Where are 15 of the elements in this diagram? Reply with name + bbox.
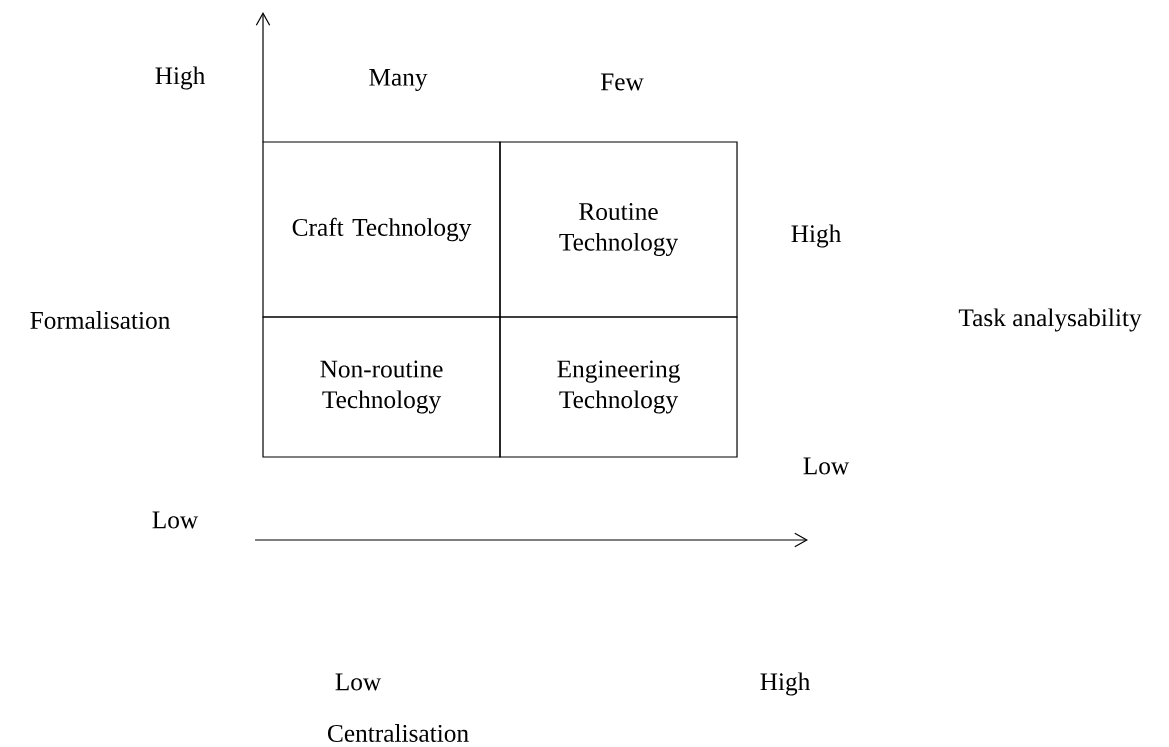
- quadrant-cell: Non-routine Technology: [262, 316, 501, 458]
- quadrant-cell: Craft Technology: [262, 141, 501, 318]
- quadrant-cell: Routine Technology: [499, 141, 738, 318]
- axis-label: High: [155, 66, 205, 90]
- quadrant-cell: Engineering Technology: [499, 316, 738, 458]
- axis-label: Many: [369, 69, 428, 91]
- axis-label: Low: [803, 457, 850, 475]
- axis-label: High: [760, 672, 810, 696]
- axis-label: Formalisation: [30, 311, 170, 329]
- axis-label: Task analysability: [958, 308, 1142, 332]
- axis-label: Low: [152, 511, 199, 529]
- axis-label: Centralisation: [328, 724, 469, 742]
- axis-label: Low: [335, 673, 382, 691]
- axis-label: High: [791, 224, 841, 248]
- axis-label: Few: [600, 73, 644, 91]
